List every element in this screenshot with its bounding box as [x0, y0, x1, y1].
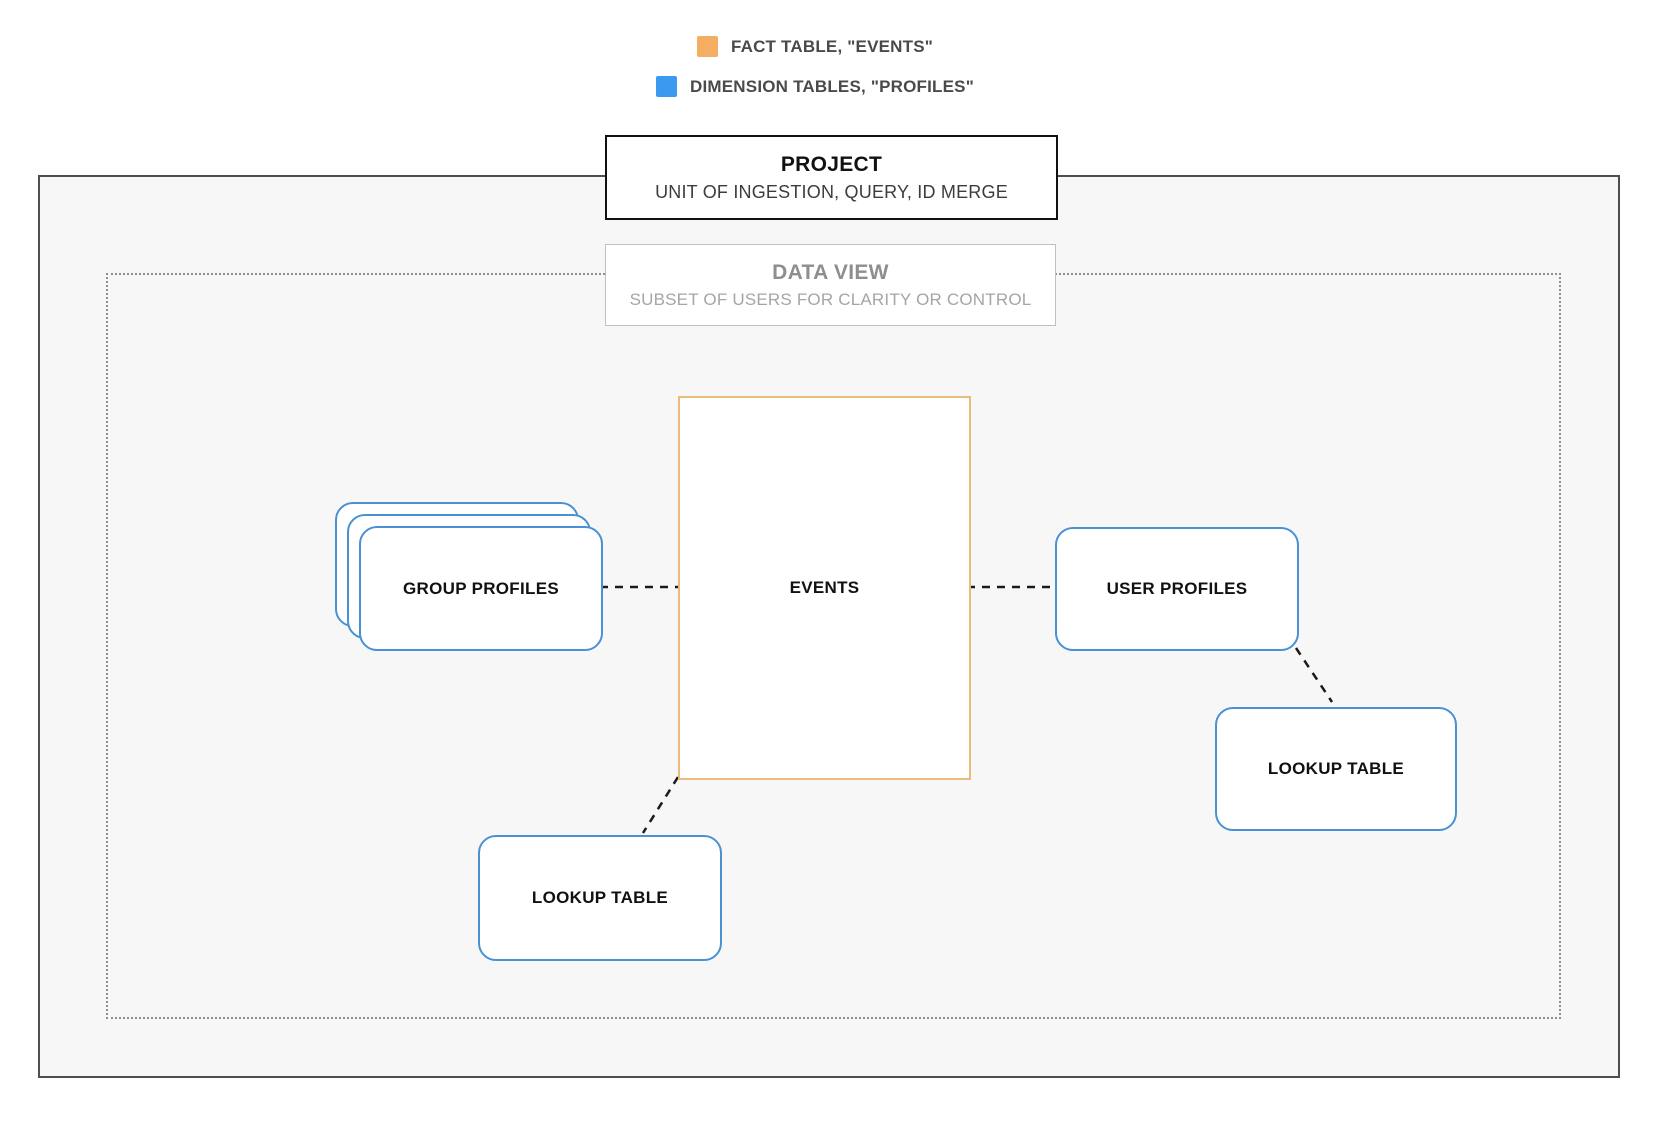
node-lookup-table-right-label: LOOKUP TABLE: [1267, 759, 1405, 778]
data-view-subtitle: SUBSET OF USERS FOR CLARITY OR CONTROL: [629, 289, 1032, 309]
legend: FACT TABLE, "EVENTS" DIMENSION TABLES, "…: [656, 36, 974, 97]
node-user-profiles: USER PROFILES: [1055, 527, 1299, 651]
node-lookup-table-bottom-label: LOOKUP TABLE: [531, 888, 669, 907]
node-group-profiles-label: GROUP PROFILES: [403, 578, 559, 598]
project-subtitle: UNIT OF INGESTION, QUERY, ID MERGE: [655, 181, 1008, 202]
fact-table-swatch-icon: [696, 36, 718, 57]
data-view-title: DATA VIEW: [772, 260, 889, 284]
project-label-box: PROJECT UNIT OF INGESTION, QUERY, ID MER…: [605, 135, 1058, 220]
legend-label-fact-table: FACT TABLE, "EVENTS": [730, 36, 934, 56]
dimension-tables-swatch-icon: [656, 76, 678, 97]
project-title: PROJECT: [780, 152, 883, 176]
node-lookup-table-bottom: LOOKUP TABLE: [478, 835, 722, 961]
node-events: EVENTS: [678, 396, 971, 780]
legend-item-dimension-tables: DIMENSION TABLES, "PROFILES": [656, 76, 974, 97]
data-view-label-box: DATA VIEW SUBSET OF USERS FOR CLARITY OR…: [605, 244, 1056, 326]
node-lookup-table-right: LOOKUP TABLE: [1215, 707, 1457, 831]
node-user-profiles-label: USER PROFILES: [1106, 579, 1248, 598]
node-group-profiles: GROUP PROFILES: [359, 526, 603, 651]
legend-item-fact-table: FACT TABLE, "EVENTS": [696, 36, 934, 57]
legend-label-dimension-tables: DIMENSION TABLES, "PROFILES": [690, 76, 974, 96]
node-events-label: EVENTS: [789, 578, 860, 597]
